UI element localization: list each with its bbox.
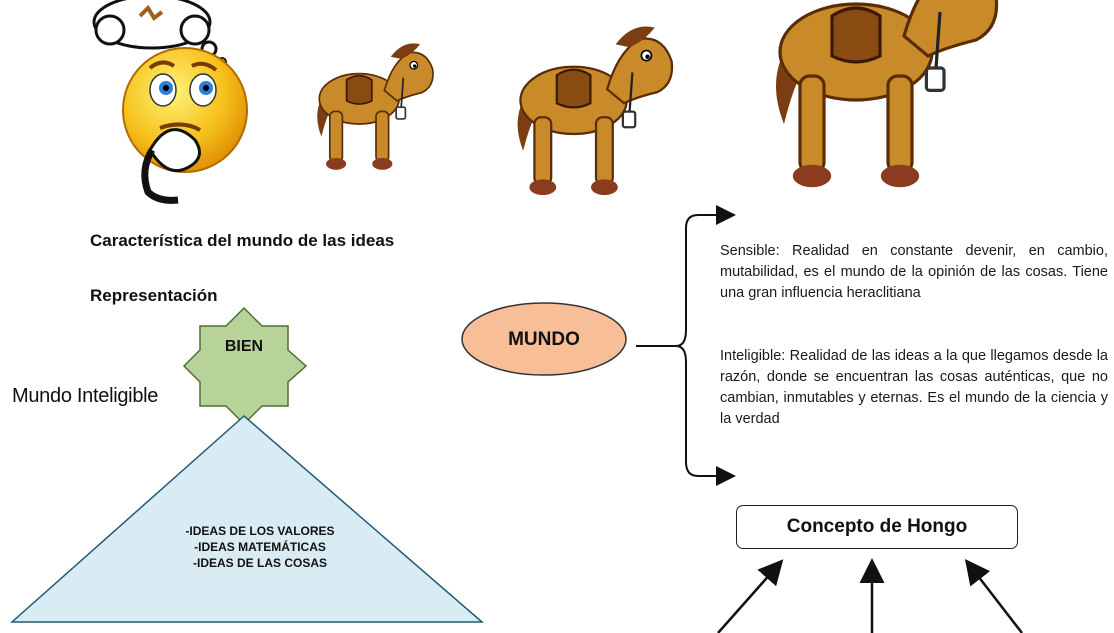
thought-cloud	[92, 0, 227, 67]
thinking-smiley-image	[92, 0, 248, 204]
concepto-hongo-box: Concepto de Hongo	[736, 505, 1018, 549]
curly-bracket	[675, 214, 699, 477]
triangle-text: -IDEAS DE LOS VALORES -IDEAS MATEMÁTICAS…	[150, 523, 370, 571]
horse-large-image	[776, 0, 999, 188]
triangle-line-valores: -IDEAS DE LOS VALORES	[185, 524, 335, 538]
bien-label: BIEN	[224, 338, 264, 355]
triangle-line-cosas: -IDEAS DE LAS COSAS	[192, 556, 327, 570]
mundo-inteligible-label: Mundo Inteligible	[12, 385, 159, 407]
inteligible-paragraph: Inteligible: Realidad de las ideas a la …	[720, 348, 1108, 427]
bien-star-shape	[182, 306, 308, 426]
heading-caracteristica: Característica del mundo de las ideas	[90, 231, 395, 250]
arrow-concept-right	[964, 559, 1023, 633]
heading-representacion: Representación	[90, 286, 218, 305]
arrow-concept-left	[717, 559, 784, 633]
ideas-triangle	[10, 415, 485, 623]
mundo-ellipse	[461, 302, 627, 376]
horse-medium-image	[517, 26, 674, 196]
triangle-line-matematicas: -IDEAS MATEMÁTICAS	[194, 540, 326, 554]
sensible-paragraph: Sensible: Realidad en constante devenir,…	[720, 243, 1108, 301]
mundo-label: MUNDO	[508, 329, 580, 350]
horse-small-image	[317, 43, 434, 170]
